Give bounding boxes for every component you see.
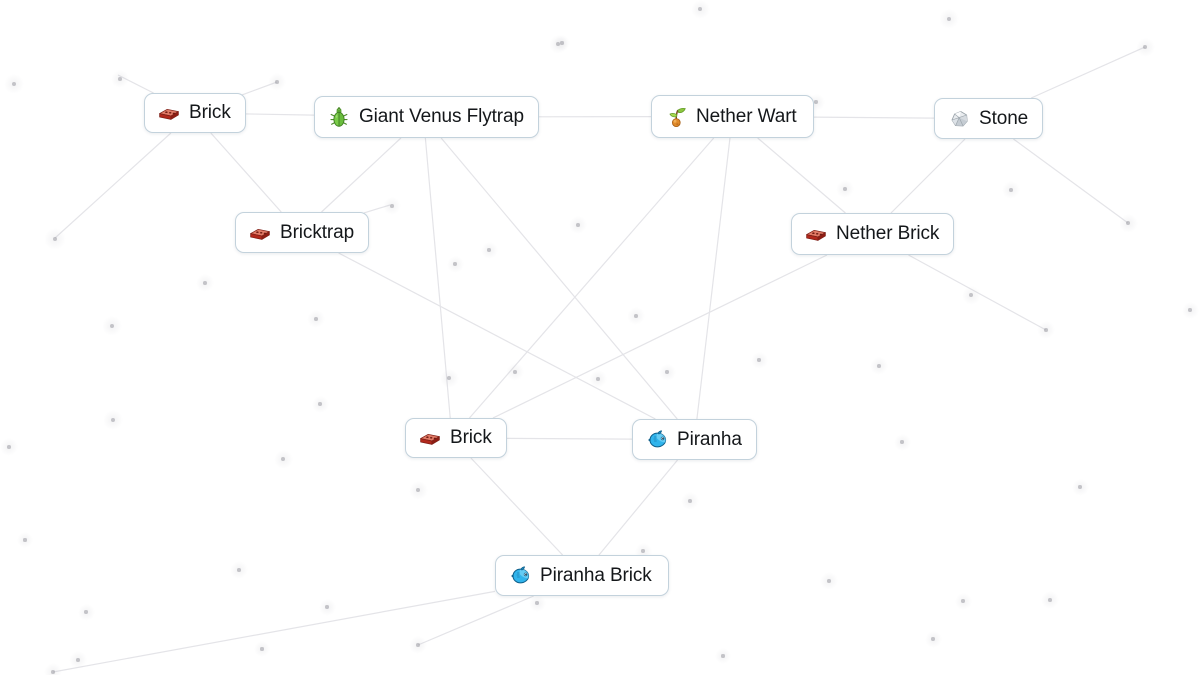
fish-icon <box>648 430 667 447</box>
graph-node-label: Nether Wart <box>696 105 797 127</box>
graph-node-label: Giant Venus Flytrap <box>359 106 524 127</box>
graph-node-nether-brick[interactable]: Nether Brick <box>791 213 955 255</box>
fish-icon <box>511 566 530 583</box>
graph-node-brick-mid[interactable]: Brick <box>405 418 507 458</box>
graph-node-piranha[interactable]: Piranha <box>632 419 757 460</box>
graph-node-label: Brick <box>450 427 492 448</box>
graph-node-brick-top[interactable]: Brick <box>144 93 246 133</box>
brick-icon <box>420 433 440 445</box>
graph-node-venus-flytrap[interactable]: Giant Venus Flytrap <box>314 96 539 138</box>
graph-node-label: Brick <box>189 102 231 123</box>
brick-icon <box>806 229 826 241</box>
graph-node-label: Nether Brick <box>836 223 940 244</box>
graph-node-label: Piranha Brick <box>540 564 652 586</box>
graph-node-nether-wart[interactable]: Nether Wart <box>651 95 814 138</box>
graph-node-stone[interactable]: Stone <box>934 98 1044 139</box>
brick-icon <box>159 108 179 120</box>
graph-node-label: Piranha <box>677 428 742 450</box>
stone-icon <box>951 110 968 126</box>
graph-node-piranha-brick[interactable]: Piranha Brick <box>495 555 669 596</box>
graph-node-label: Stone <box>979 107 1029 129</box>
graph-node-bricktrap[interactable]: Bricktrap <box>235 212 370 253</box>
graph-node-label: Bricktrap <box>280 221 355 243</box>
sprout-icon <box>669 107 686 127</box>
brick-icon <box>250 228 270 240</box>
beetle-icon <box>330 107 348 127</box>
